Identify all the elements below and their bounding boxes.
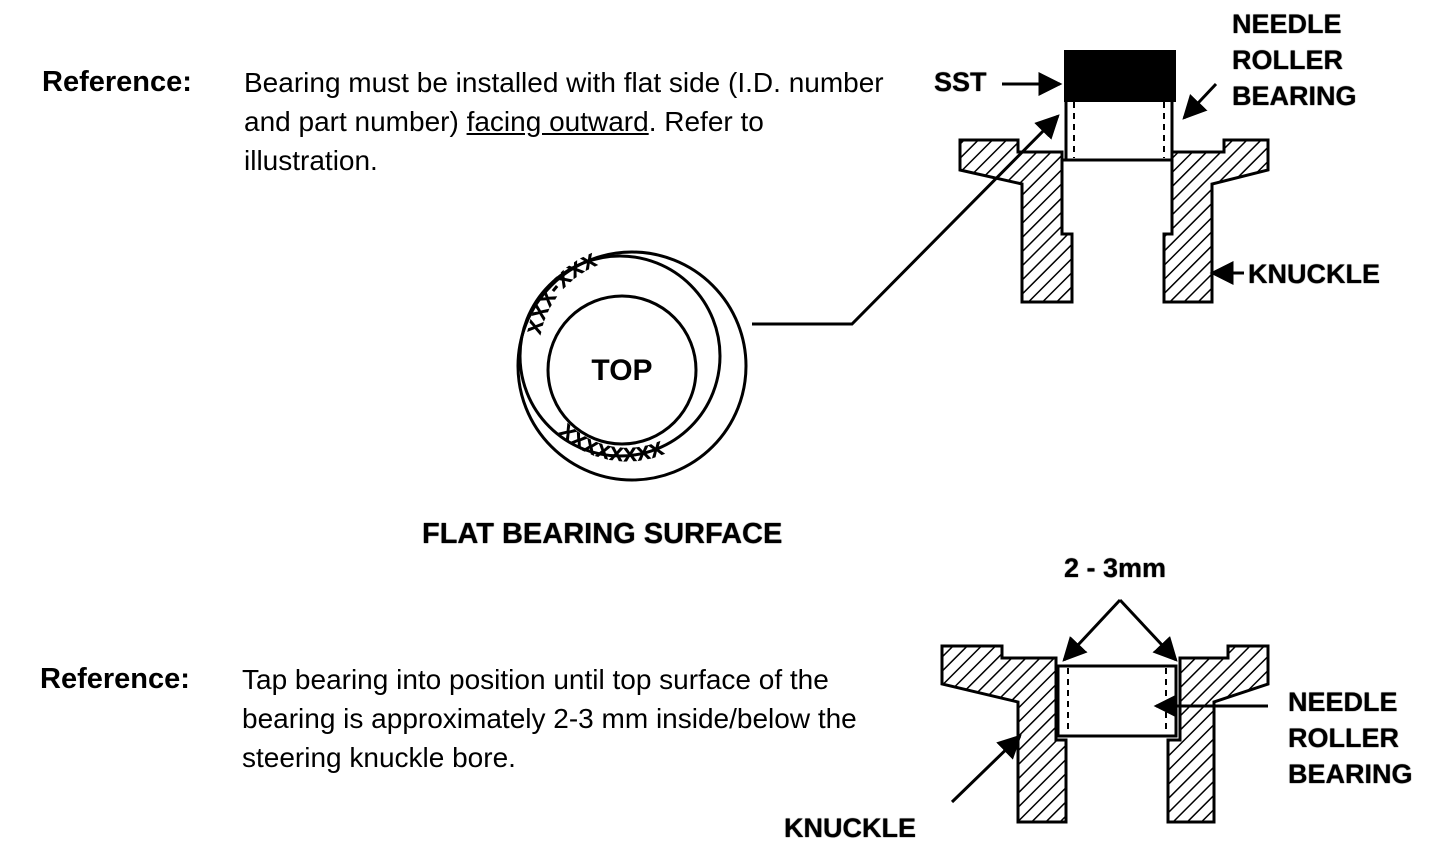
knuckle-right-wall	[1162, 138, 1270, 304]
needle-roller-bearing-label-2: NEEDLE ROLLER BEARING	[1288, 684, 1413, 792]
knuckle-figure-top	[752, 50, 1270, 326]
needle-bearing-top	[1064, 98, 1174, 162]
knuckle-left-wall	[958, 138, 1074, 304]
needle-roller-bearing-label-1: NEEDLE ROLLER BEARING	[1232, 6, 1357, 114]
reference-text-1: Bearing must be installed with flat side…	[244, 63, 904, 180]
reference-label-1: Reference:	[42, 66, 192, 98]
needle-bearing-bottom	[1056, 664, 1178, 738]
reference-label-2: Reference:	[40, 663, 190, 695]
bearing-label-2-line-3: BEARING	[1288, 759, 1413, 789]
sst-label: SST	[934, 67, 987, 97]
bearing-label-2-line-1: NEEDLE	[1288, 687, 1398, 717]
bearing-label-1-line-2: ROLLER	[1232, 45, 1343, 75]
flat-bearing-surface-caption: FLAT BEARING SURFACE	[422, 518, 783, 550]
bearing-label-1-line-1: NEEDLE	[1232, 9, 1342, 39]
reference-text-1-part-b: . Refer to illustration.	[244, 106, 764, 176]
bearing-center-text: TOP	[591, 354, 652, 387]
bearing-face-view: xxx-xxx xxxxxxxx TOP	[516, 243, 748, 482]
bearing-inner-ring	[546, 294, 698, 446]
knuckle-left-wall-2	[940, 644, 1068, 824]
sst-tool	[1064, 50, 1176, 102]
reference-text-1-underlined: facing outward	[466, 106, 649, 137]
dimension-label: 2 - 3mm	[1064, 553, 1167, 583]
knuckle-figure-bottom	[940, 598, 1270, 824]
reference-text-2: Tap bearing into position until top surf…	[242, 664, 857, 773]
bearing-label-2-line-2: ROLLER	[1288, 723, 1399, 753]
knuckle-right-wall-2	[1166, 644, 1270, 824]
knuckle-label-1: KNUCKLE	[1248, 259, 1380, 289]
bearing-label-1-line-3: BEARING	[1232, 81, 1357, 111]
knuckle-label-2: KNUCKLE	[784, 813, 916, 843]
reference-text-1-part-a: Bearing must be installed with flat side…	[244, 67, 884, 137]
